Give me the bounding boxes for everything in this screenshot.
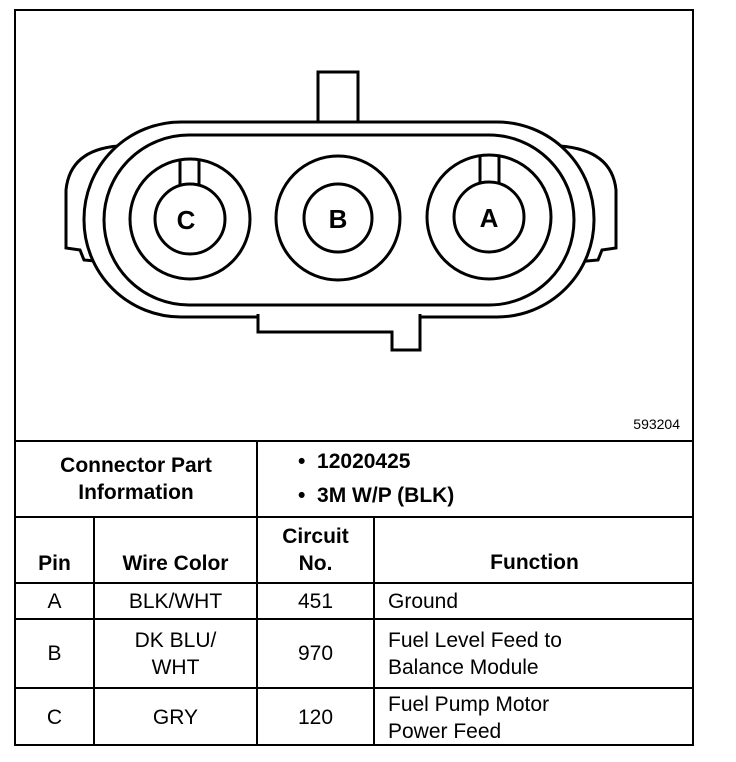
pin-a-slot [478, 155, 501, 184]
row-a-pin: A [47, 589, 62, 613]
locking-tab [316, 70, 360, 122]
row-b-function: Fuel Level Feed to Balance Module [388, 628, 562, 679]
row-a-function: Ground [388, 589, 459, 613]
connector-figure-frame [14, 9, 694, 746]
row-c-wire-color: GRY [152, 706, 199, 729]
pin-label-c: C [177, 205, 196, 235]
col-divider-wire [256, 516, 258, 746]
connector-face-inner [102, 133, 576, 307]
pin-terminal-c [153, 182, 227, 256]
connector-part-info-label: Connector Part Information [60, 454, 212, 504]
row-a-wire-color: BLK/WHT [128, 589, 223, 613]
description-text: 3M W/P (BLK) [317, 484, 455, 507]
header-circuit-no: Circuit No. [282, 525, 349, 575]
right-latch [559, 144, 618, 264]
connector-info-divider [256, 440, 258, 518]
pin-label-a: A [480, 203, 499, 233]
pin-terminal-a [452, 180, 526, 254]
header-pin: Pin [38, 552, 71, 575]
table-top-rule [14, 440, 694, 442]
bullet-icon: • [298, 450, 306, 473]
header-wire-color: Wire Color [122, 552, 229, 575]
pin-terminal-b [302, 182, 374, 254]
col-divider-circuit [373, 516, 375, 746]
pin-cavity-a [425, 153, 553, 281]
part-number-text: 12020425 [317, 450, 411, 473]
connector-drawing: C B A 593204 [64, 70, 680, 432]
row-a-bottom-rule [14, 618, 694, 620]
connector-description: • 3M W/P (BLK) [298, 484, 454, 508]
col-divider-pin [93, 516, 95, 746]
row-c-circuit: 120 [297, 706, 334, 729]
row-b-bottom-rule [14, 687, 694, 689]
pin-cavity-b [274, 154, 402, 282]
bullet-icon: • [298, 484, 306, 507]
figure-id: 593204 [633, 416, 680, 432]
header-bottom-rule [14, 582, 694, 584]
connector-part-number: • 12020425 [298, 450, 410, 474]
header-function: Function [490, 550, 579, 574]
row-c-pin: C [46, 706, 63, 729]
pin-label-b: B [329, 204, 348, 234]
bottom-key [256, 314, 422, 352]
row-a-circuit: 451 [297, 589, 334, 613]
connector-info-bottom-rule [14, 516, 694, 518]
pin-c-slot [178, 159, 201, 186]
pin-cavity-c [128, 157, 252, 281]
row-c-function: Fuel Pump Motor Power Feed [388, 692, 550, 743]
row-b-circuit: 970 [297, 642, 334, 665]
left-latch [64, 144, 119, 264]
row-b-pin: B [47, 642, 62, 665]
row-b-wire-color: DK BLU/ WHT [134, 628, 217, 679]
